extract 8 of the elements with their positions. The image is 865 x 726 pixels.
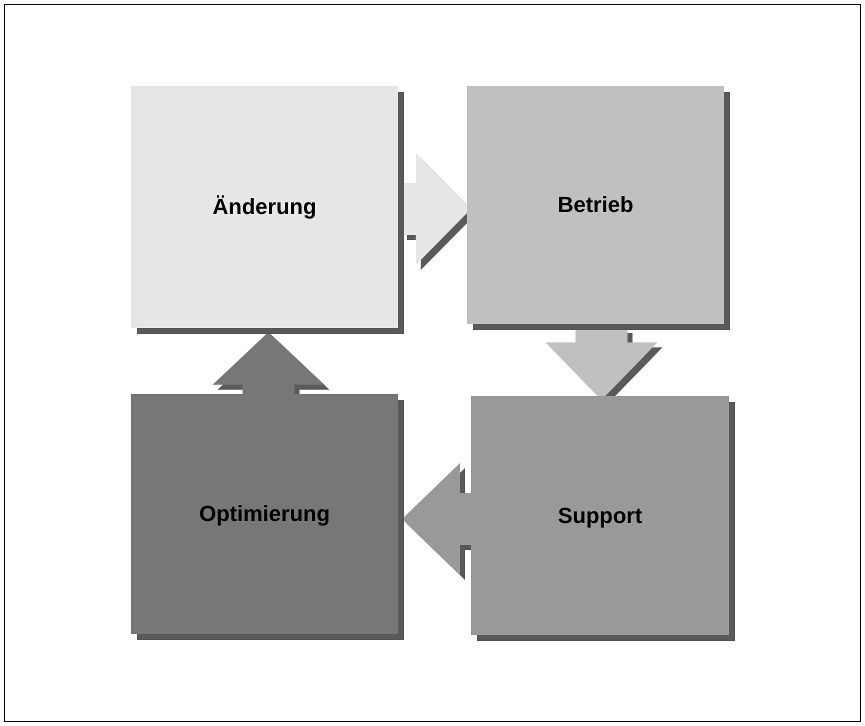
box-label: Betrieb [558, 192, 634, 218]
process-box [131, 86, 398, 328]
process-box [467, 86, 724, 324]
box-label: Optimierung [199, 501, 330, 527]
process-box [471, 396, 729, 635]
process-box [131, 394, 398, 634]
box-label: Support [558, 502, 642, 528]
box-label: Änderung [212, 194, 316, 220]
